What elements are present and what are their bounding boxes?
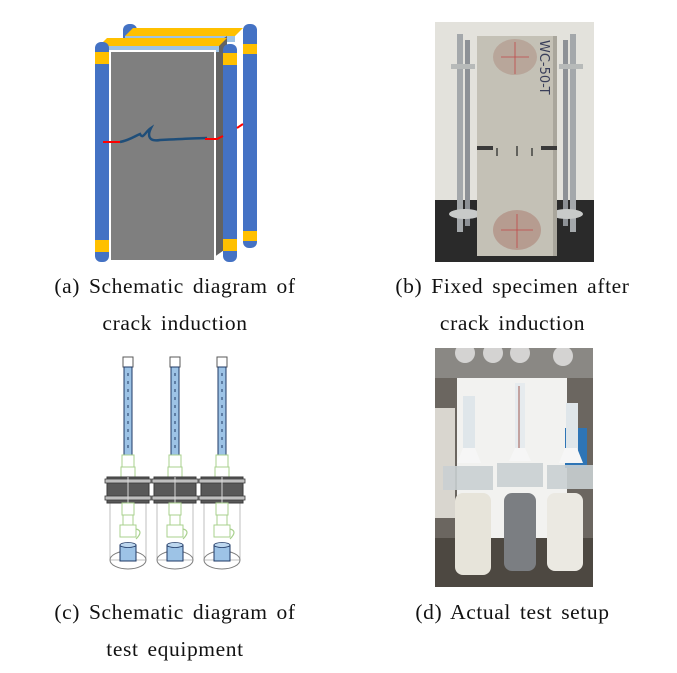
caption-a-line-2: crack induction: [102, 311, 248, 335]
back-plate-top: [125, 28, 243, 36]
water-column: [463, 396, 475, 456]
threaded-rod: [563, 40, 568, 226]
nut: [95, 52, 109, 64]
nut: [223, 53, 237, 65]
cup-rim: [166, 542, 184, 548]
funnel-fitting: [559, 448, 583, 463]
upper-fitting: [214, 466, 230, 478]
test-unit: [151, 356, 199, 570]
graduated-tube: [217, 366, 227, 456]
outlet-spout: [182, 528, 188, 540]
crack-line: [119, 124, 208, 144]
test-setup-photo: [435, 348, 593, 587]
water-column: [515, 383, 525, 453]
bracket-plate: [559, 64, 583, 69]
clamp-plate: [443, 466, 493, 490]
caption-a-line-1: (a) Schematic diagram of: [54, 274, 296, 298]
specimen-front-face: [109, 50, 216, 262]
upper-fitting: [215, 454, 229, 468]
outlet-spout: [135, 528, 141, 540]
caption-c: (c) Schematic diagram of test equipment: [10, 594, 340, 668]
caption-b-line-1: (b) Fixed specimen after: [395, 274, 630, 298]
tube-cap: [216, 356, 228, 368]
tube-cap: [169, 356, 181, 368]
threaded-rod: [570, 34, 576, 232]
crack-notch: [477, 146, 493, 150]
cup-rim: [213, 542, 231, 548]
outlet-spout: [229, 528, 235, 540]
lower-fitting: [121, 502, 135, 516]
front-rod-left: [95, 42, 109, 262]
caption-b-line-2: crack induction: [439, 311, 586, 335]
lower-fitting: [215, 502, 229, 516]
panel-d-test-setup-photo: [435, 348, 593, 587]
upper-fitting: [167, 466, 183, 478]
bracket-plate: [451, 64, 475, 69]
fixed-specimen-photo: WC-50-T: [435, 22, 594, 262]
nut: [223, 239, 237, 251]
outlet-fitting: [166, 524, 184, 538]
funnel-fitting: [509, 448, 531, 461]
washer: [449, 209, 481, 219]
upper-fitting: [168, 454, 182, 468]
crack-induction-schematic: [95, 24, 257, 262]
lower-fitting: [169, 514, 181, 526]
panel-b-fixed-specimen-photo: WC-50-T: [435, 22, 594, 262]
crack-notch: [541, 146, 557, 150]
beaker: [483, 348, 503, 363]
graduated-tube: [123, 366, 133, 456]
test-equipment-schematic: [104, 356, 246, 570]
caption-c-line-1: (c) Schematic diagram of: [54, 600, 296, 624]
lower-fitting: [216, 514, 228, 526]
outlet-fitting: [119, 524, 137, 538]
specimen-label: WC-50-T: [536, 40, 551, 95]
nut: [243, 44, 257, 54]
funnel-fitting: [457, 448, 481, 463]
tube-cap: [122, 356, 134, 368]
graduated-tube: [170, 366, 180, 456]
threaded-rod: [465, 40, 470, 226]
caption-a: (a) Schematic diagram of crack induction: [10, 268, 340, 342]
front-plate-top: [99, 38, 227, 46]
drawer-cabinet: [435, 408, 455, 518]
front-rod-right: [223, 44, 237, 262]
caption-c-line-2: test equipment: [106, 637, 244, 661]
upper-fitting: [120, 466, 136, 478]
washer: [551, 209, 583, 219]
crack-notch-back: [236, 123, 244, 129]
crack-notch-right: [205, 135, 224, 140]
nut: [243, 231, 257, 241]
caption-d-line-1: (d) Actual test setup: [415, 600, 610, 624]
cup-rim: [119, 542, 137, 548]
caption-d: (d) Actual test setup: [350, 594, 675, 631]
beaker: [510, 348, 530, 363]
nut: [95, 240, 109, 252]
upper-fitting: [121, 454, 135, 468]
test-unit: [198, 356, 246, 570]
water-column: [566, 403, 578, 453]
test-unit: [104, 356, 152, 570]
caption-b: (b) Fixed specimen after crack induction: [350, 268, 675, 342]
clamp-plate: [547, 465, 593, 489]
lower-fitting: [122, 514, 134, 526]
clamp-plate: [497, 463, 543, 487]
panel-a-crack-induction-schematic: [85, 18, 265, 263]
outlet-fitting: [213, 524, 231, 538]
beaker: [455, 348, 475, 363]
white-bucket-left: [455, 493, 491, 575]
white-bucket-right: [547, 493, 583, 571]
lower-fitting: [168, 502, 182, 516]
back-rod-right: [243, 24, 257, 248]
gray-bucket-center: [504, 493, 536, 571]
threaded-rod: [457, 34, 463, 232]
panel-c-test-equipment-schematic: [100, 355, 270, 575]
beaker: [553, 348, 573, 366]
